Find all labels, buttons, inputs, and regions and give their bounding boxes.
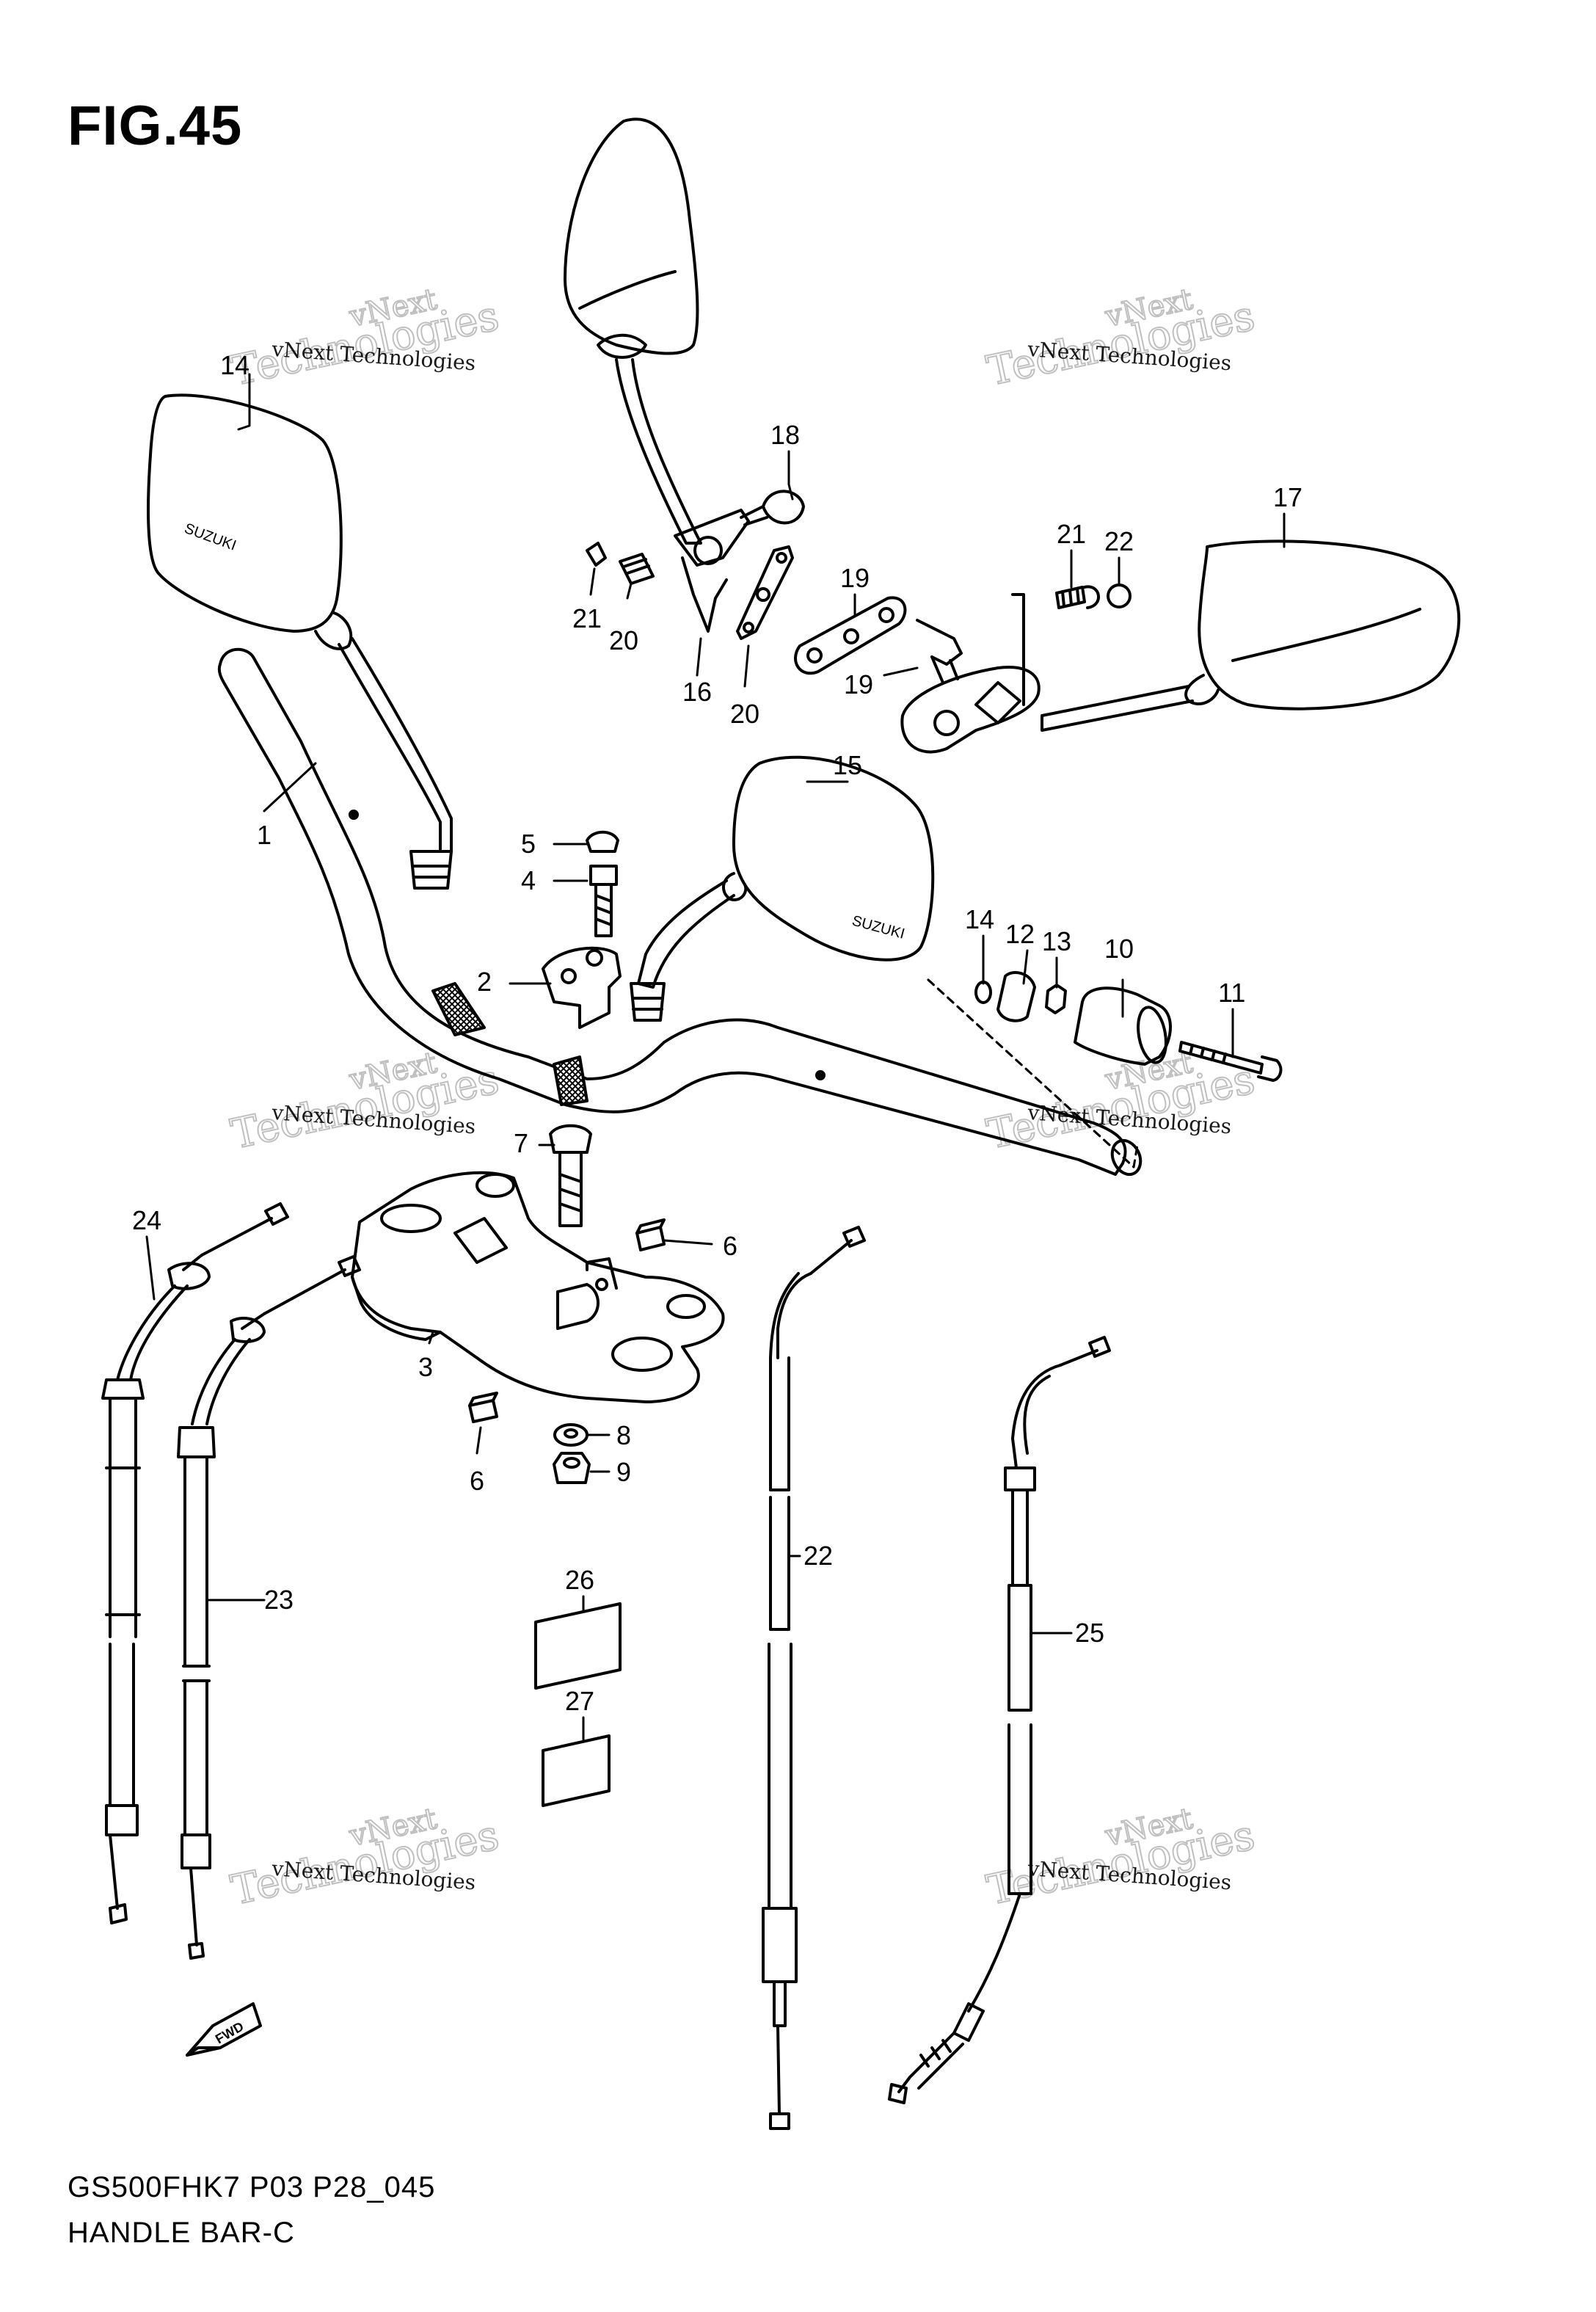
part-25-cable xyxy=(101,1202,289,1924)
part-6-block-lower xyxy=(468,1392,498,1423)
part-27-label xyxy=(534,1602,622,1690)
part-22-cap-left xyxy=(586,542,607,567)
part-19-pin-right xyxy=(916,619,963,684)
section-name: HANDLE BAR-C xyxy=(68,2217,295,2249)
callout-1: 1 xyxy=(257,820,272,850)
callout-24: 23 xyxy=(264,1585,294,1615)
part-26-cable xyxy=(888,1336,1111,2104)
callout-2: 2 xyxy=(477,967,492,997)
callout-21-left: 20 xyxy=(609,625,638,655)
callout-4: 4 xyxy=(521,865,536,895)
part-14-washer xyxy=(974,981,992,1004)
callout-6-top: 6 xyxy=(723,1231,737,1261)
part-18-mirror-right xyxy=(900,539,1461,754)
part-2-holder-upper xyxy=(542,946,622,1029)
part-22-cap-right xyxy=(1107,584,1132,608)
assembly-guide-bar-end xyxy=(927,978,1139,1168)
brand-mark-left: SUZUKI xyxy=(182,520,238,554)
figure-title: FIG.45 xyxy=(68,95,243,157)
callout-18: 17 xyxy=(1273,482,1302,512)
callout-22-right: 22 xyxy=(1104,526,1134,556)
callout-7: 7 xyxy=(514,1128,528,1158)
leader-lines xyxy=(145,373,1286,1741)
part-21-screw-left xyxy=(619,553,655,585)
part-13-nut xyxy=(1045,984,1067,1014)
callout-22-left: 21 xyxy=(572,603,602,633)
part-15-mirror-left xyxy=(147,393,453,890)
callout-20-lower: 20 xyxy=(730,699,759,729)
part-11-screw xyxy=(1178,1041,1283,1082)
callout-26: 25 xyxy=(1075,1618,1104,1648)
callout-13: 13 xyxy=(1042,926,1071,956)
part-17-mirror-upper xyxy=(564,117,805,633)
callout-28: 27 xyxy=(565,1686,594,1716)
callout-19-lower: 19 xyxy=(844,669,873,699)
callout-16: 15 xyxy=(833,750,862,780)
callout-15: 14 xyxy=(220,350,249,380)
callout-20-upper: 19 xyxy=(840,563,870,593)
part-4-bolt xyxy=(589,865,618,937)
callout-numbers: 14 1 2 4 5 6 6 7 8 9 3 10 11 12 13 14 15… xyxy=(132,350,1302,1716)
callout-21-right: 21 xyxy=(1057,519,1086,549)
part-24-cable xyxy=(177,1255,361,1960)
part-23-cable xyxy=(762,1226,866,2130)
callout-3: 3 xyxy=(418,1352,433,1382)
part-10-weight xyxy=(1074,986,1172,1066)
callout-14: 14 xyxy=(965,904,994,934)
part-20-plate-left xyxy=(736,545,794,640)
part-16-mirror-inner xyxy=(630,755,935,1022)
part-1-handlebar xyxy=(217,647,1143,1177)
callout-8: 8 xyxy=(616,1420,631,1450)
callout-23: 22 xyxy=(804,1541,833,1571)
part-6-block-top xyxy=(635,1218,666,1251)
callout-27: 26 xyxy=(565,1565,594,1595)
part-20-plate-right xyxy=(794,596,907,675)
part-9-nut xyxy=(553,1452,591,1484)
callout-5: 5 xyxy=(521,829,536,859)
callout-17: 16 xyxy=(682,677,712,707)
fwd-arrow-icon xyxy=(186,2002,262,2057)
part-5-cap xyxy=(586,830,619,853)
callout-10: 10 xyxy=(1104,934,1134,964)
callout-25: 24 xyxy=(132,1205,161,1235)
callout-12: 12 xyxy=(1005,919,1035,949)
model-code: GS500FHK7 P03 P28_045 xyxy=(68,2171,436,2203)
part-7-bolt xyxy=(549,1124,592,1227)
callout-19-upper: 18 xyxy=(770,420,800,450)
callout-6-lower: 6 xyxy=(470,1466,484,1496)
brand-mark-inner: SUZUKI xyxy=(850,913,907,942)
callout-9: 9 xyxy=(616,1457,631,1487)
part-12-spacer xyxy=(996,971,1036,1022)
callout-11: 11 xyxy=(1218,978,1245,1008)
part-8-washer xyxy=(553,1423,589,1447)
part-21-screw-right xyxy=(1055,585,1101,609)
part-28-label xyxy=(542,1734,611,1807)
part-3-holder-lower xyxy=(351,1171,725,1403)
